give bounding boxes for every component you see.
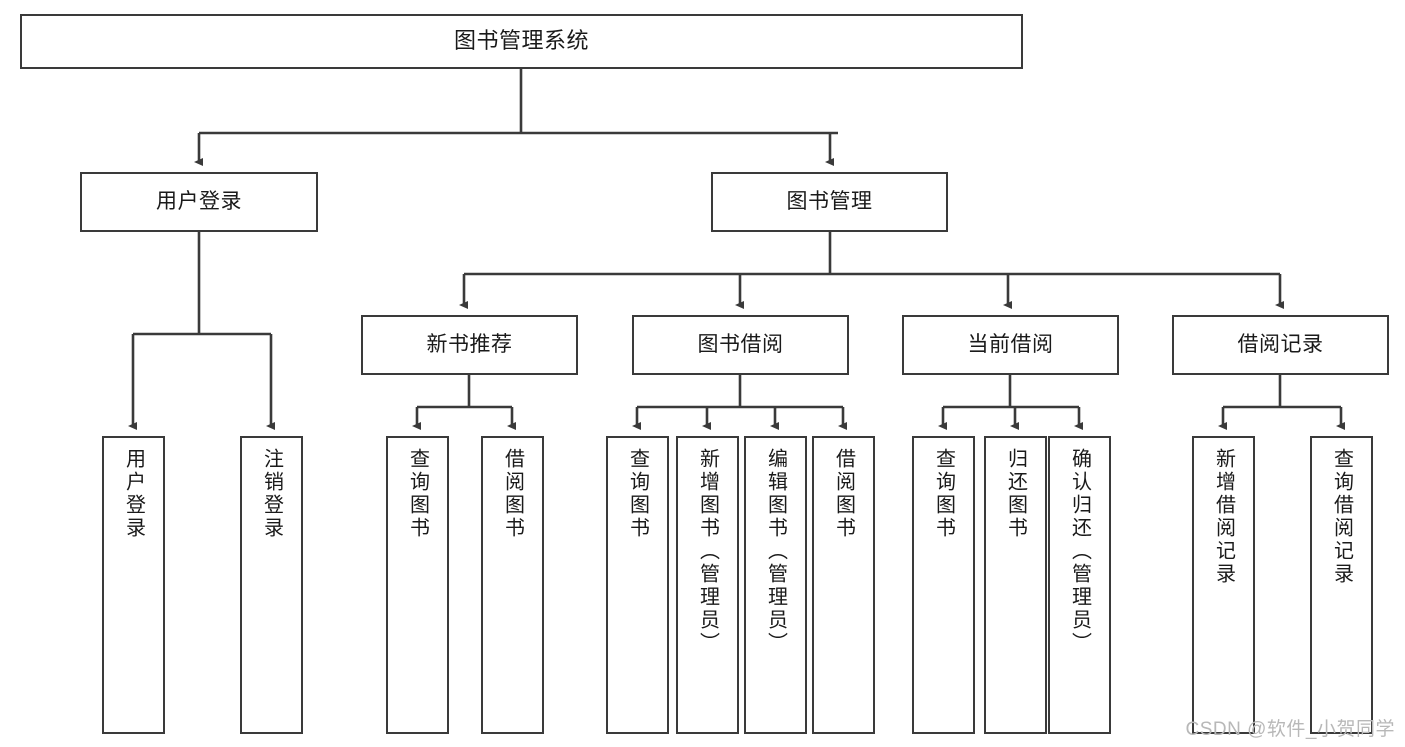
node-current-borrow[interactable]: 当前借阅 (902, 315, 1119, 375)
node-leaf-query-book-rec[interactable]: 查询图书 (386, 436, 449, 734)
node-leaf-user-login-label: 用户登录 (122, 448, 145, 540)
node-leaf-return-book-label: 归还图书 (1004, 448, 1027, 540)
node-leaf-add-borrow-record-label: 新增借阅记录 (1212, 448, 1235, 586)
node-leaf-add-borrow-record[interactable]: 新增借阅记录 (1192, 436, 1255, 734)
node-leaf-confirm-return-label: 确认归还（管理员） (1068, 448, 1091, 655)
node-leaf-query-book-borrow-label: 查询图书 (626, 448, 649, 540)
node-leaf-borrow-book-rec-label: 借阅图书 (501, 448, 524, 540)
node-user-login[interactable]: 用户登录 (80, 172, 318, 232)
node-new-book-rec[interactable]: 新书推荐 (361, 315, 578, 375)
node-leaf-edit-book-label: 编辑图书（管理员） (764, 448, 787, 655)
node-book-borrow[interactable]: 图书借阅 (632, 315, 849, 375)
node-leaf-query-borrow-record[interactable]: 查询借阅记录 (1310, 436, 1373, 734)
node-current-borrow-label: 当前借阅 (967, 333, 1054, 357)
node-leaf-borrow-book[interactable]: 借阅图书 (812, 436, 875, 734)
node-leaf-query-book-borrow[interactable]: 查询图书 (606, 436, 669, 734)
node-leaf-add-book-label: 新增图书（管理员） (696, 448, 719, 655)
node-borrow-record-label: 借阅记录 (1237, 333, 1324, 357)
node-leaf-return-book[interactable]: 归还图书 (984, 436, 1047, 734)
node-leaf-borrow-book-label: 借阅图书 (832, 448, 855, 540)
node-user-login-label: 用户登录 (156, 190, 242, 214)
node-leaf-edit-book[interactable]: 编辑图书（管理员） (744, 436, 807, 734)
node-borrow-record[interactable]: 借阅记录 (1172, 315, 1389, 375)
node-leaf-query-borrow-record-label: 查询借阅记录 (1330, 448, 1353, 586)
node-root-label: 图书管理系统 (453, 28, 589, 54)
node-book-manage[interactable]: 图书管理 (711, 172, 948, 232)
node-leaf-query-book-cur[interactable]: 查询图书 (912, 436, 975, 734)
node-leaf-borrow-book-rec[interactable]: 借阅图书 (481, 436, 544, 734)
node-leaf-query-book-cur-label: 查询图书 (932, 448, 955, 540)
node-leaf-add-book[interactable]: 新增图书（管理员） (676, 436, 739, 734)
node-leaf-query-book-rec-label: 查询图书 (406, 448, 429, 540)
node-book-borrow-label: 图书借阅 (697, 333, 784, 357)
node-leaf-user-login[interactable]: 用户登录 (102, 436, 165, 734)
node-leaf-user-logout[interactable]: 注销登录 (240, 436, 303, 734)
node-leaf-confirm-return[interactable]: 确认归还（管理员） (1048, 436, 1111, 734)
watermark: CSDN @软件_小贺同学 (1185, 719, 1395, 740)
node-leaf-user-logout-label: 注销登录 (260, 448, 283, 540)
node-new-book-rec-label: 新书推荐 (426, 333, 513, 357)
node-book-manage-label: 图书管理 (786, 190, 873, 214)
node-root[interactable]: 图书管理系统 (20, 14, 1023, 69)
